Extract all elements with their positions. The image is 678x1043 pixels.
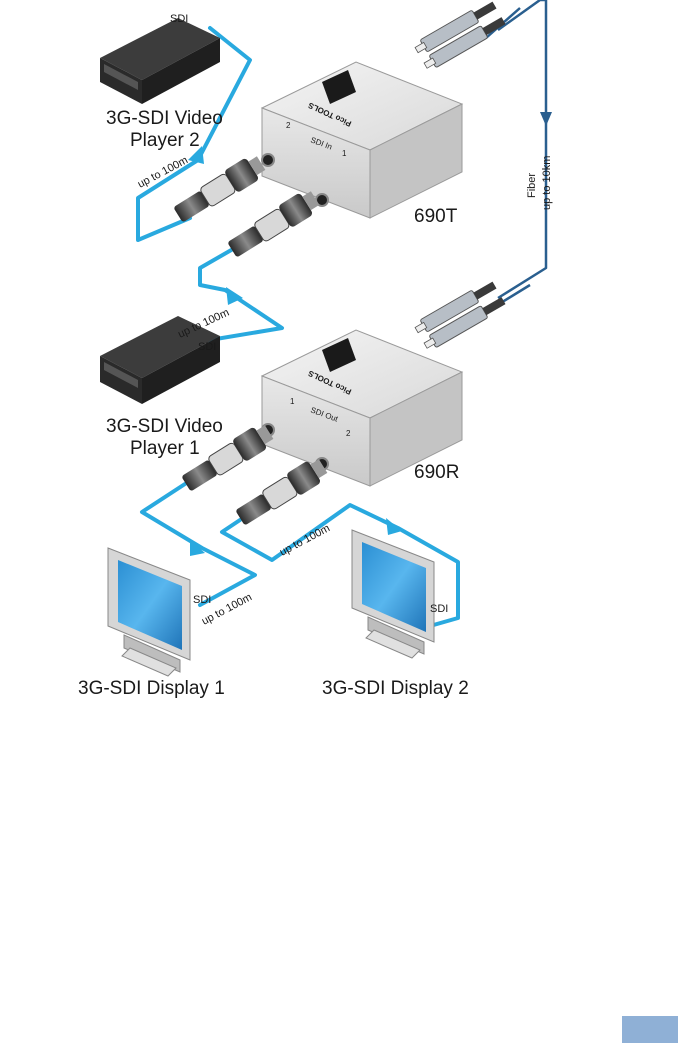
fiber-line-top [497,0,548,300]
690r-port1-label: 1 [290,397,295,406]
display-2 [351,529,435,659]
display-1 [107,547,191,677]
display1-label: 3G-SDI Display 1 [78,678,225,699]
690r-port2-label: 2 [346,429,351,438]
lc-connector-bottom [414,281,506,349]
bnc-plug-690r-2 [236,459,328,525]
display1-sdi-label: SDI [193,594,211,606]
sdi-arrows [188,146,402,556]
display2-distance-label: up to 100m [278,522,332,558]
lc-connector-top [414,1,506,69]
cable-690t-to-player1 [178,243,284,347]
690t-label: 690T [414,206,458,227]
player2-sdi-label: SDI [170,13,188,25]
player2-label: 3G-SDI Video [106,108,223,129]
sdi-cables [136,26,460,628]
arrow-icon [190,540,205,556]
page-tab-marker [622,1016,678,1043]
690r-label: 690R [414,462,459,483]
kramer-logo-icon [322,70,356,104]
arrow-icon [188,146,204,164]
player1-label-line2: Player 1 [130,438,200,459]
cable-player2-to-690t [136,26,252,242]
690t-bnc-2 [261,153,275,167]
bnc-plug-690t-2 [174,156,266,222]
arrow-icon [226,287,243,305]
player1-sdi-label: SDI [198,341,216,353]
fiber-arrow-icon [540,112,552,126]
bnc-plug-690t-1 [228,191,320,257]
video-player-1 [100,316,220,404]
690t-unit: Pico TOOLS 2 SDI In 1 [260,61,464,219]
cable-690r-to-display2 [220,503,460,628]
fiber-cable [485,0,548,314]
player2-label-line2: Player 2 [130,130,200,151]
display2-label: 3G-SDI Display 2 [322,678,469,699]
fiber-distance-label: up to 10km [541,156,553,210]
690r-unit: Pico TOOLS 1 SDI Out 2 [260,329,464,487]
kramer-logo-icon [322,338,356,372]
video-player-2 [100,18,220,104]
690t-port1-label: 1 [342,149,347,158]
arrow-icon [386,518,402,535]
player1-label: 3G-SDI Video [106,416,223,437]
cable-690r-to-display1 [140,480,257,607]
display2-sdi-label: SDI [430,603,448,615]
bnc-plug-690r-1 [182,425,274,491]
690t-port2-label: 2 [286,121,291,130]
fiber-label: Fiber [526,173,538,198]
